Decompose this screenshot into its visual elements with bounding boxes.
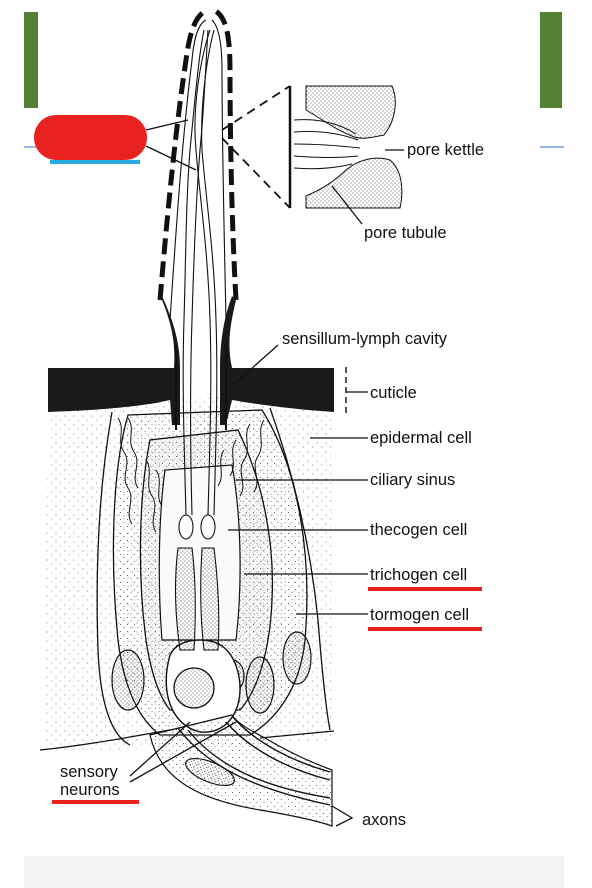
nucleus-right (282, 631, 312, 685)
epidermal-cell-left (96, 411, 131, 746)
footer-bar (24, 856, 564, 888)
ciliary-bulb-right (200, 514, 216, 540)
blue-underline (50, 160, 140, 164)
tissue-bottom-boundary-right (259, 730, 335, 739)
thecogen-cell-body (158, 464, 241, 641)
ciliary-bulb-left (178, 514, 194, 540)
axon-bundle-outer (149, 714, 333, 827)
dendrite-inner-segment-left (175, 547, 196, 651)
dendrite-outer-right-b (201, 29, 218, 516)
microvilli-right (217, 419, 265, 497)
dendrite-outer-right (194, 29, 212, 516)
label-trichogen-cell: trichogen cell (370, 566, 467, 584)
red-marker-pill (34, 115, 147, 160)
label-ciliary-sinus: ciliary sinus (370, 471, 455, 489)
label-axons: axons (362, 811, 406, 829)
underline-trichogen (368, 587, 482, 591)
dendrite-outer-left (182, 29, 205, 516)
label-tormogen-cell: tormogen cell (370, 606, 469, 624)
green-accent-bar-right (540, 12, 562, 108)
hair-wall-left (157, 7, 210, 301)
underline-tormogen (368, 627, 482, 631)
label-sensory-line1: sensory (60, 763, 119, 781)
pore-inset (288, 85, 403, 209)
cuticle-layer-right (220, 296, 334, 425)
epidermal-cell-right (269, 407, 331, 731)
dendrite-outer-left-b (189, 29, 209, 516)
label-cuticle: cuticle (370, 384, 417, 402)
inset-dash-upper (221, 85, 291, 131)
axon-sheath-nucleus (185, 758, 235, 786)
nucleus-trichogen (245, 656, 275, 714)
label-sensillum-lymph-cavity: sensillum-lymph cavity (282, 330, 448, 348)
hair-inner-wall-left (169, 19, 207, 321)
marker-pointer-2 (145, 145, 197, 171)
marker-pointer-1 (145, 119, 189, 131)
label-pore-kettle: pore kettle (407, 141, 484, 159)
neuron-nucleus (173, 667, 215, 709)
leader-lines (129, 149, 404, 827)
microvilli-left (117, 417, 163, 533)
cuticle-layer (48, 296, 180, 425)
label-pore-tubule: pore tubule (364, 224, 447, 242)
label-sensory-line2: neurons (60, 781, 120, 799)
nucleus-left (111, 649, 145, 711)
axon-4 (231, 715, 331, 773)
label-epidermal-cell: epidermal cell (370, 429, 472, 447)
dendrite-inner-segment-right (200, 547, 220, 651)
underline-sensory-neurons (52, 800, 139, 804)
axon-1 (177, 727, 331, 806)
label-thecogen-cell: thecogen cell (370, 521, 467, 539)
axon-3 (225, 721, 331, 781)
hair-inner-wall-right (211, 19, 227, 321)
inset-dash-lower (221, 137, 291, 209)
green-accent-bar-left (24, 12, 38, 108)
hair-wall-right (212, 7, 239, 301)
